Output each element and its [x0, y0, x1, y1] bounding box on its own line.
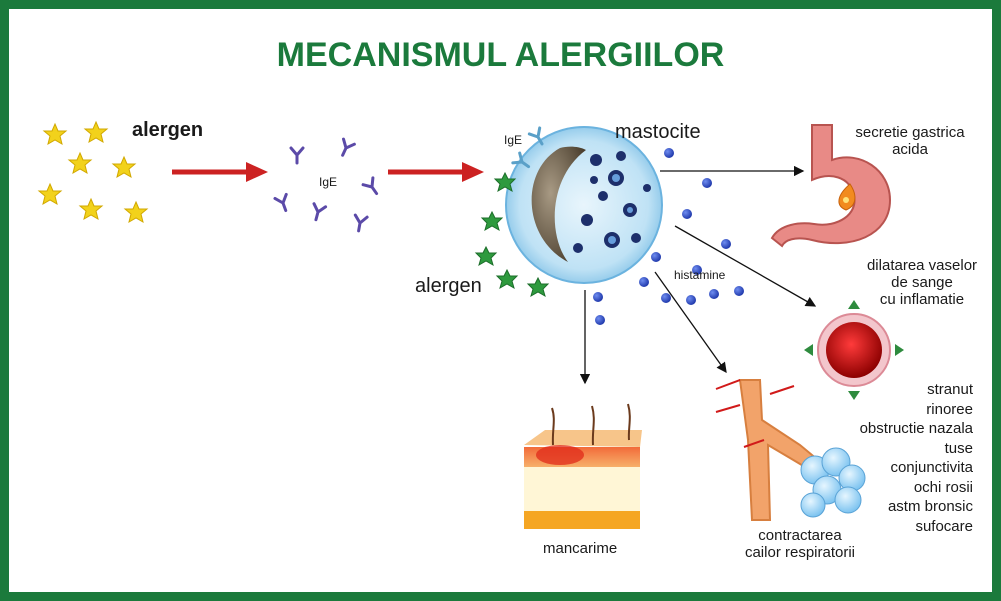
ige-bound-label: IgE — [504, 133, 523, 147]
vessels-line-2: de sange — [891, 274, 953, 291]
ige-free-label: IgE — [319, 175, 338, 189]
stomach-icon — [770, 124, 892, 248]
page-title: MECANISMUL ALERGIILOR — [276, 36, 725, 74]
skin-icon — [524, 403, 642, 529]
symptom-item: tuse — [944, 439, 973, 457]
vessels-line-1: dilatarea vaselor — [866, 257, 978, 274]
allergen-top-label: alergen — [132, 119, 204, 141]
vessels-label: dilatarea vaselor de sange cu inflamatie — [852, 257, 992, 308]
symptom-item: sufocare — [915, 517, 973, 535]
symptom-item: stranut — [927, 381, 973, 398]
black-arrows — [579, 165, 817, 385]
histamine-dot-icon — [593, 148, 744, 325]
airways-icon — [715, 379, 866, 521]
blood-vessel-icon — [804, 300, 904, 400]
airways-line-2: cailor respiratorii — [744, 544, 856, 561]
red-arrow-2 — [388, 162, 484, 182]
histamine-label: histamine — [674, 268, 726, 282]
symptom-item: conjunctivita — [890, 459, 973, 476]
gastric-label: secretie gastrica acida — [846, 124, 974, 158]
ige-antibody-icon — [273, 137, 379, 233]
red-arrow-1 — [172, 162, 268, 182]
airways-line-1: contractarea — [758, 527, 842, 544]
gastric-line-2: acida — [892, 141, 928, 158]
allergen-bottom-label: alergen — [415, 275, 482, 297]
gastric-line-1: secretie gastrica — [855, 124, 965, 141]
symptom-item: astm bronsic — [887, 498, 973, 515]
itching-label: mancarime — [543, 540, 618, 557]
vessels-line-3: cu inflamatie — [879, 291, 965, 308]
mast-cells-label: mastocite — [615, 121, 701, 143]
symptom-item: ochi rosii — [913, 478, 973, 496]
green-allergen-icon — [474, 171, 550, 298]
mast-cell-icon — [505, 126, 663, 284]
symptoms-list: stranut rinoree obstructie nazala tuse c… — [852, 380, 973, 536]
symptom-item: rinoree — [926, 400, 973, 418]
bound-ige-icon — [511, 126, 544, 169]
symptom-item: obstructie nazala — [859, 420, 973, 437]
airways-label: contractarea cailor respiratorii — [730, 527, 870, 561]
allergen-star-icon — [37, 120, 149, 224]
